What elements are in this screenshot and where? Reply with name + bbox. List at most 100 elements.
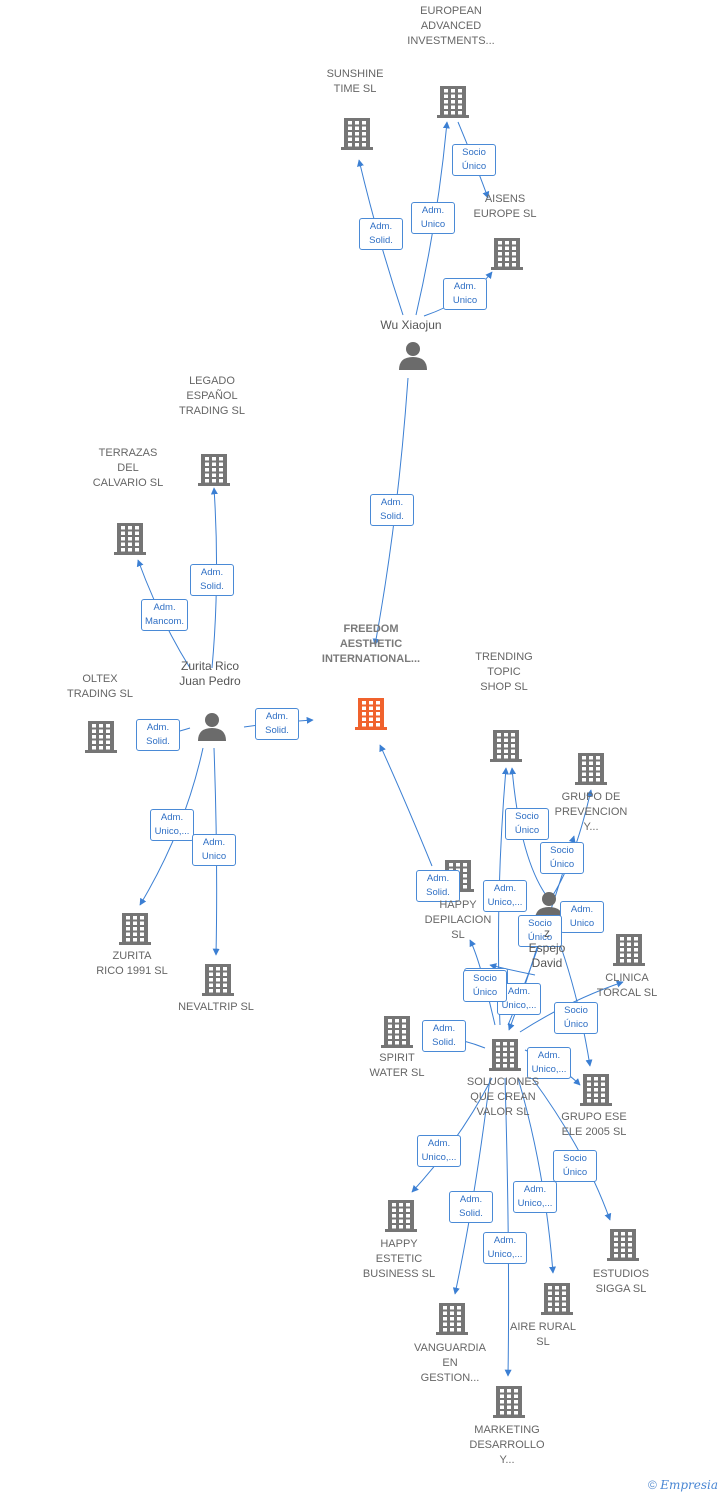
building-icon-spirit[interactable]	[381, 1016, 413, 1048]
building-icon-happyestetic[interactable]	[385, 1200, 417, 1232]
edge-label-zurita-nevaltrip[interactable]: Adm.Unico	[192, 834, 236, 866]
edge-label-line: Solid.	[432, 1037, 456, 1048]
edge-label-line: Adm.	[426, 873, 450, 884]
edge-label-zurita-zuritarico[interactable]: Adm.Unico,...	[150, 809, 194, 841]
building-window	[369, 712, 373, 716]
edge-label-soluciones-happyestetic[interactable]: Adm.Unico,...	[417, 1135, 461, 1167]
building-icon-zuritarico[interactable]	[119, 913, 151, 945]
edge-label-soluciones-marketing[interactable]: Adm.Unico,...	[483, 1232, 527, 1264]
edge-label-soluciones-grupoese[interactable]: Adm.Unico,...	[527, 1047, 571, 1079]
building-icon-vanguardia[interactable]	[436, 1303, 468, 1335]
building-window	[628, 1232, 632, 1236]
building-icon-trending[interactable]	[490, 730, 522, 762]
edge-label-soluciones-vanguardia[interactable]: Adm.Solid.	[449, 1191, 493, 1223]
building-window	[106, 729, 110, 733]
node-label-line: CLINICA	[605, 972, 649, 984]
building-window	[512, 246, 516, 250]
building-icon-aire[interactable]	[541, 1283, 573, 1315]
edge-label-soluciones-aire[interactable]: Adm.Unico,...	[513, 1181, 557, 1213]
building-icon-terrazas[interactable]	[114, 523, 146, 555]
edge-label-zurita-oltex[interactable]: Adm.Solid.	[136, 719, 180, 751]
building-icon-soluciones[interactable]	[489, 1039, 521, 1071]
building-window	[395, 1035, 399, 1039]
node-label-line: DESARROLLO	[469, 1439, 545, 1451]
building-icon-marketing[interactable]	[493, 1386, 525, 1418]
focal-building-icon-freedom[interactable]	[355, 698, 387, 730]
node-label-line: FREEDOM	[343, 623, 399, 635]
building-icon-european[interactable]	[437, 86, 469, 118]
edge-label-happydep-freedom[interactable]: Adm.Solid.	[416, 870, 460, 902]
building-base	[341, 147, 373, 150]
building-icon-nevaltrip[interactable]	[202, 964, 234, 996]
building-window	[399, 1214, 403, 1218]
building-icon-sunshine[interactable]	[341, 118, 373, 150]
empresia-logo[interactable]: Empresia	[660, 1478, 718, 1492]
edge-label-wu-european[interactable]: Adm.Unico	[411, 202, 455, 234]
building-window	[634, 937, 638, 941]
person-icon-zurita[interactable]	[198, 713, 226, 741]
edge-label-zurita-terrazas[interactable]: Adm.Mancom.	[141, 599, 189, 631]
building-icon-clinica[interactable]	[613, 934, 645, 966]
building-window	[362, 701, 366, 705]
edge-label-wu-sunshine[interactable]: Adm.Solid.	[359, 218, 403, 250]
building-window	[589, 772, 593, 776]
building-icon-aisens[interactable]	[491, 238, 523, 270]
node-label-line: QUE CREAN	[470, 1091, 536, 1103]
building-icon-grupoese[interactable]	[580, 1074, 612, 1106]
person-icon-wu[interactable]	[399, 342, 427, 370]
edge-label-soluciones-spirit[interactable]: Adm.Solid.	[422, 1020, 466, 1052]
building-icon-oltex[interactable]	[85, 721, 117, 753]
building-base	[85, 750, 117, 753]
edge-label-zurita-freedom[interactable]: Adm.Solid.	[255, 708, 299, 740]
building-base	[491, 267, 523, 270]
edge-label-wu-aisens[interactable]: Adm.Unico	[443, 278, 487, 310]
edge-label-espejo-trending[interactable]: Adm.Unico,...	[483, 880, 527, 912]
building-window	[121, 542, 125, 546]
node-label-line: GRUPO DE	[561, 791, 621, 803]
node-label-line: David	[531, 956, 563, 970]
building-window	[628, 1237, 632, 1241]
building-window	[209, 983, 213, 987]
building-window	[512, 257, 516, 261]
edge-label-wu-freedom[interactable]: Adm.Solid.	[370, 494, 414, 526]
building-window	[504, 755, 508, 759]
node-label-wu[interactable]: Wu Xiaojun	[356, 318, 466, 333]
building-icon-legado[interactable]	[198, 454, 230, 486]
building-window	[128, 548, 132, 552]
edge-label-espejo-grupoprev[interactable]: Adm.Unico	[560, 901, 604, 933]
building-icon-grupoprev[interactable]	[575, 753, 607, 785]
building-window	[582, 756, 586, 760]
node-label-nevaltrip[interactable]: NEVALTRIP SL	[161, 1000, 271, 1015]
edge-label-zurita-legado[interactable]: Adm.Solid.	[190, 564, 234, 596]
building-icon-estudios[interactable]	[607, 1229, 639, 1261]
